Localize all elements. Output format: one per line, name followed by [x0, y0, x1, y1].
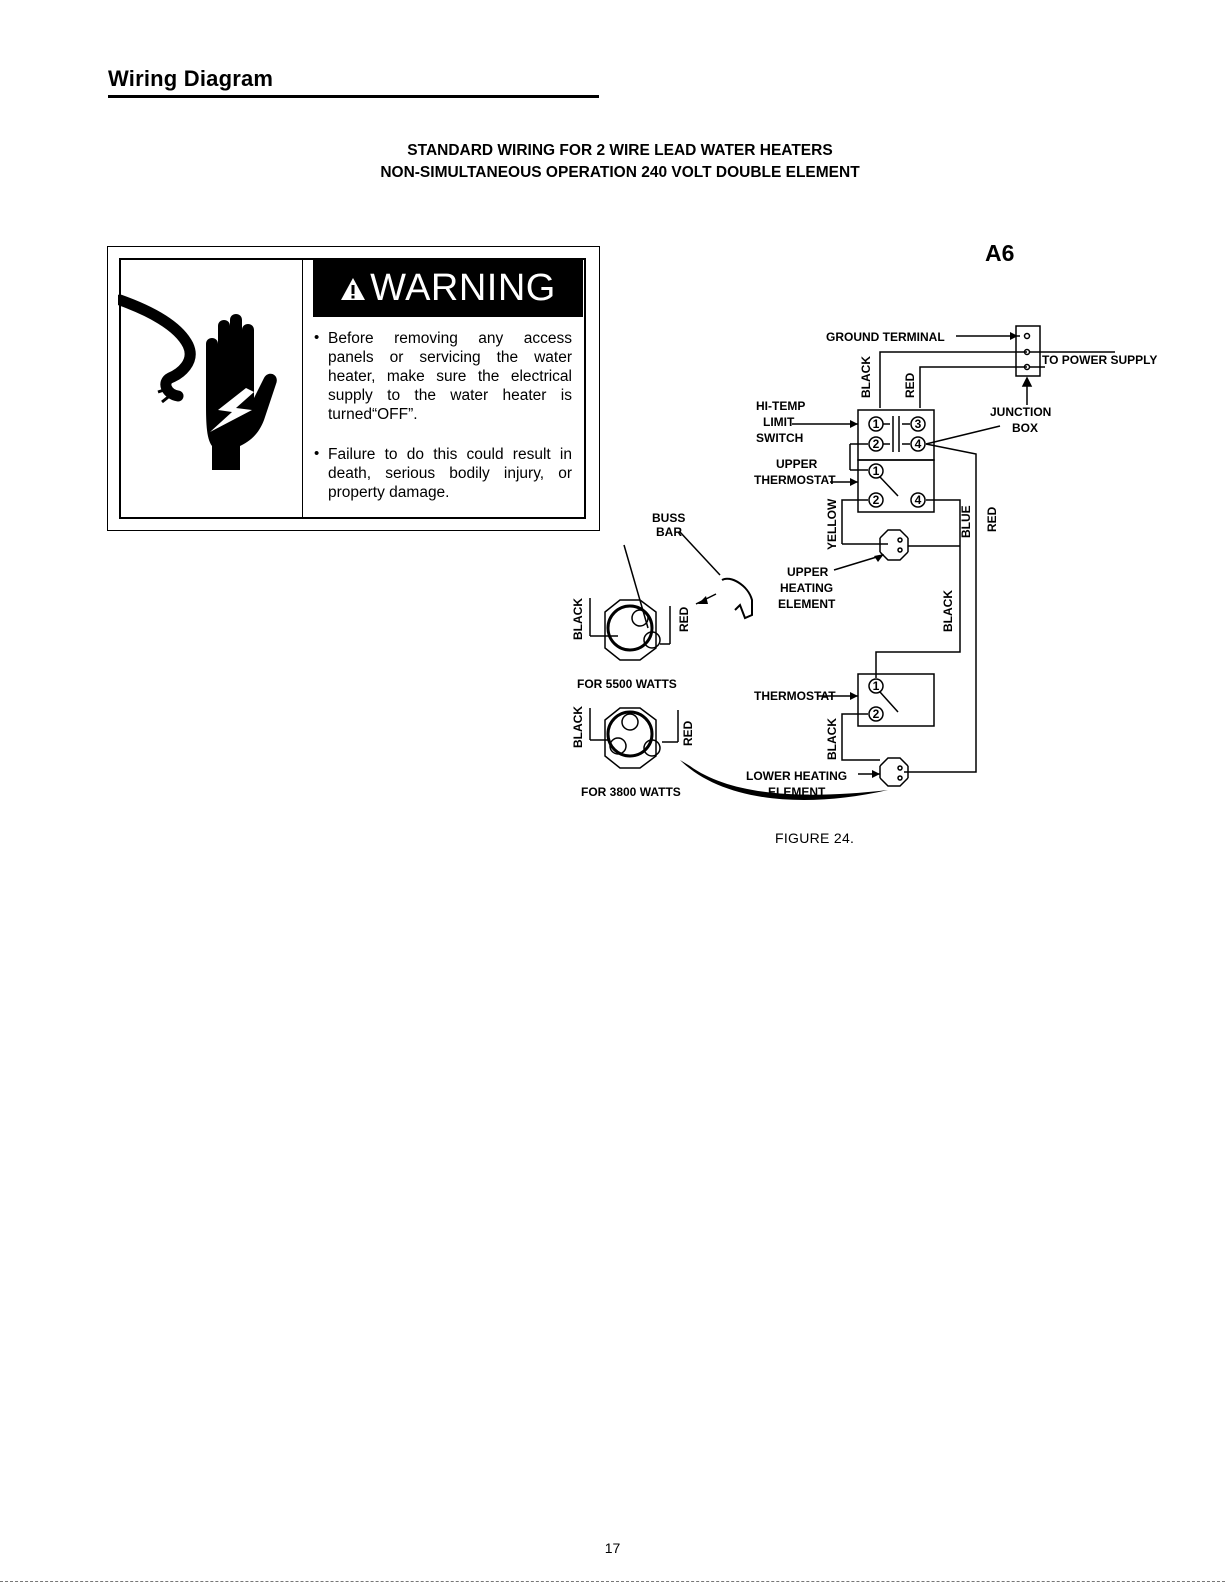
section-heading: Wiring Diagram: [108, 66, 274, 91]
terminal-2: 2: [873, 707, 880, 721]
bullet-dot: •: [314, 445, 320, 462]
wire-label-red: RED: [903, 372, 917, 398]
terminal-4: 4: [915, 437, 922, 451]
wire-label-red: RED: [985, 506, 999, 532]
label-hi-temp: HI-TEMP: [756, 399, 805, 413]
terminal-1: 1: [873, 679, 880, 693]
page-number: 17: [604, 1540, 621, 1556]
wire-label-blue: BLUE: [959, 505, 973, 538]
warning-bullet-1: Before removing any access panels or ser…: [328, 330, 572, 423]
figure-caption: FIGURE 24.: [775, 830, 855, 846]
terminal-1: 1: [873, 464, 880, 478]
hi-temp-limit-switch: [857, 409, 935, 461]
wire-label-black: BLACK: [571, 598, 585, 640]
terminal-4: 4: [915, 493, 922, 507]
warning-triangle-icon: [341, 278, 366, 300]
junction-box: [1015, 325, 1041, 377]
page-bottom-border: [0, 1581, 1225, 1582]
terminal-2: 2: [873, 437, 880, 451]
diagram-title-line-2: NON-SIMULTANEOUS OPERATION 240 VOLT DOUB…: [380, 164, 860, 181]
heading-rule: [108, 95, 599, 98]
bullet-dot: •: [314, 329, 320, 346]
label-for-5500-watts: FOR 5500 WATTS: [577, 677, 677, 691]
label-box: BOX: [1012, 421, 1038, 435]
terminal-1: 1: [873, 417, 880, 431]
warning-bullet-2: Failure to do this could result in death…: [328, 446, 572, 501]
wire-label-red: RED: [677, 606, 691, 632]
wire-label-yellow: YELLOW: [825, 498, 839, 550]
diagram-title-line-1: STANDARD WIRING FOR 2 WIRE LEAD WATER HE…: [407, 142, 833, 159]
label-for-3800-watts: FOR 3800 WATTS: [581, 785, 681, 799]
label-bar: BAR: [656, 525, 682, 539]
terminal-3: 3: [915, 417, 922, 431]
label-ground-terminal: GROUND TERMINAL: [826, 330, 945, 344]
label-to-power-supply: TO POWER SUPPLY: [1042, 353, 1157, 367]
label-buss: BUSS: [652, 511, 685, 525]
wire-label-black: BLACK: [825, 718, 839, 760]
upper-thermostat: [857, 459, 935, 513]
label-junction: JUNCTION: [990, 405, 1051, 419]
warning-box-inner: [119, 258, 586, 519]
electric-shock-hand-icon: [118, 294, 277, 470]
wire-label-black: BLACK: [941, 590, 955, 632]
label-limit: LIMIT: [763, 415, 795, 429]
label-upper-heating-1: UPPER: [787, 565, 829, 579]
label-lower-thermostat: THERMOSTAT: [754, 689, 836, 703]
wiring-diagram: GROUND TERMINAL TO POWER SUPPLY JUNCTION…: [571, 325, 1157, 800]
terminal-2: 2: [873, 493, 880, 507]
label-upper-heating-2: HEATING: [780, 581, 833, 595]
lower-thermostat: [857, 673, 935, 727]
label-switch: SWITCH: [756, 431, 803, 445]
figure-code: A6: [985, 240, 1015, 266]
warning-box-outer: [107, 246, 600, 531]
warning-banner-text: WARNING: [370, 267, 556, 309]
label-upper-thermostat: THERMOSTAT: [754, 473, 836, 487]
label-upper-heating-3: ELEMENT: [778, 597, 836, 611]
label-upper: UPPER: [776, 457, 818, 471]
warning-divider: [302, 258, 303, 519]
wire-label-black: BLACK: [859, 356, 873, 398]
label-lower-heating: LOWER HEATING: [746, 769, 847, 783]
wire-label-red: RED: [681, 720, 695, 746]
warning-banner: WARNING: [313, 260, 583, 317]
label-lower-element: ELEMENT: [768, 785, 826, 799]
wire-label-black: BLACK: [571, 706, 585, 748]
